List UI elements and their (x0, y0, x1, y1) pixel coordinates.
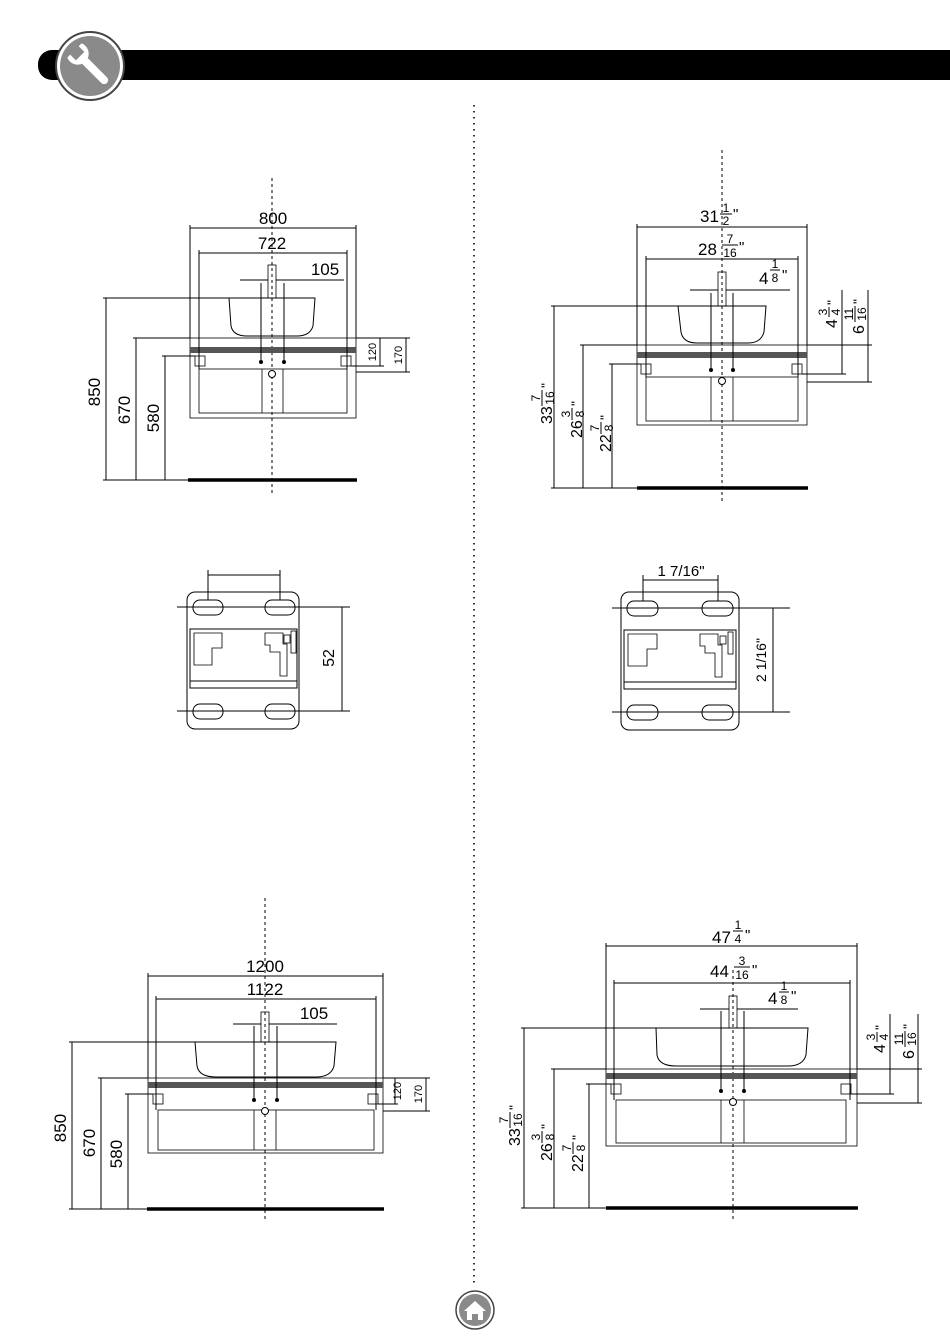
dim-height-total-1200-num: 7 (497, 1116, 511, 1123)
dim-height-top: 670 (115, 396, 134, 424)
dim-faucet-offset-1200-num: 1 (781, 979, 788, 993)
dim-counter-b-1200-num: 11 (892, 1032, 906, 1045)
dim-inner-width-1200-whole: 44 (710, 962, 729, 981)
dim-height-total-1200-whole: 33 (507, 1128, 524, 1146)
dim-height-total: 850 (85, 378, 104, 406)
dim-counter-a-den: 4 (829, 308, 843, 315)
dim-inner-width-1200-den: 16 (735, 968, 749, 982)
dim-inner-width-num: 7 (727, 232, 734, 246)
dim-counter-a-unit: " (824, 300, 840, 305)
dim-overall-width: 800 (259, 209, 287, 228)
dim-counter-a: 120 (367, 343, 379, 361)
dim-height-top-unit: " (568, 401, 584, 406)
dim-overall-width-1200-den: 4 (735, 932, 742, 946)
dim-inner-width-unit: " (739, 239, 744, 256)
dim-bracket-height: 52 (321, 649, 338, 667)
dim-faucet-offset-whole: 4 (759, 269, 768, 288)
dim-height-total-whole: 33 (539, 406, 556, 424)
dim-overall-width-unit: " (733, 206, 738, 223)
dim-height-total-den: 16 (543, 391, 557, 405)
dim-counter-a-1200-num: 3 (864, 1033, 878, 1040)
dim-height-bottom-unit: " (597, 415, 613, 420)
dim-inner-width-1200-num: 3 (739, 954, 746, 968)
dim-counter-a-whole: 4 (824, 319, 841, 328)
dim-height-bottom-whole: 22 (598, 434, 615, 452)
dim-height-top-1200-den: 8 (543, 1133, 557, 1140)
dim-inner-width: 722 (258, 234, 286, 253)
dim-counter-b-1200-den: 16 (905, 1032, 919, 1046)
dim-overall-width-1200-unit: " (745, 927, 750, 944)
dim-counter-b: 170 (393, 346, 405, 364)
dim-height-total-unit: " (538, 383, 554, 388)
dim-height-total-1200-den: 16 (511, 1113, 525, 1127)
dim-height-top-whole: 26 (569, 420, 586, 438)
dim-faucet-offset-num: 1 (772, 257, 779, 271)
dim-height-bottom-num: 7 (588, 424, 602, 431)
dim-height-top-1200-num: 3 (529, 1133, 543, 1140)
dim-faucet-offset-1200-unit: " (791, 988, 796, 1005)
dim-counter-a-num: 3 (816, 308, 830, 315)
dim-counter-b-1200-unit: " (900, 1024, 916, 1029)
dim-counter-a-1200-den: 4 (877, 1033, 891, 1040)
dim-height-top-den: 8 (573, 410, 587, 417)
dim-height-bottom: 580 (144, 404, 163, 432)
dim-overall-width-den: 2 (723, 214, 730, 228)
dim-bracket-width: 1 7/16" (657, 563, 704, 580)
dim-height-top-1200-unit: " (538, 1124, 554, 1129)
dim-height-total-1200-unit: " (506, 1105, 522, 1110)
dim-overall-width-num: 1 (723, 201, 730, 215)
dim-height-bottom-1200-den: 8 (574, 1144, 588, 1151)
dim-counter-b-unit: " (850, 299, 866, 304)
dim-overall-width-1200-num: 1 (735, 918, 742, 932)
dim-overall-width-1200-whole: 47 (712, 928, 731, 947)
dim-counter-b-1200-whole: 6 (901, 1050, 918, 1059)
dim-faucet-offset-unit: " (782, 267, 787, 284)
dim-counter-b-den: 16 (855, 307, 869, 321)
wall-bracket-metric: 52 (177, 570, 350, 729)
dim-faucet-offset-1200: 105 (300, 1004, 328, 1023)
dim-counter-b-num: 11 (842, 307, 856, 320)
dim-height-total-1200: 850 (51, 1114, 70, 1142)
dim-height-top-1200: 670 (80, 1129, 99, 1157)
vanity-800-imperial: 31 1 2 " 28 7 16 " 4 1 8 " 4 3 4 " (529, 150, 872, 502)
svg-text:31: 31 (700, 207, 719, 226)
dim-counter-b-whole: 6 (851, 325, 868, 334)
dim-height-bottom-1200: 580 (107, 1140, 126, 1168)
home-icon[interactable] (455, 1290, 495, 1330)
dim-counter-a-1200-unit: " (872, 1025, 888, 1030)
dim-height-bottom-1200-whole: 22 (570, 1154, 587, 1172)
dim-counter-b-1200: 170 (413, 1085, 425, 1103)
dim-inner-width-1200-unit: " (752, 962, 757, 979)
dim-faucet-offset: 105 (311, 260, 339, 279)
dim-height-top-num: 3 (559, 410, 573, 417)
dim-overall-width-whole: 31 (700, 207, 719, 226)
dim-height-bottom-1200-num: 7 (560, 1144, 574, 1151)
vanity-800-metric: 800 722 105 850 670 580 120 170 (85, 178, 410, 495)
dim-height-bottom-1200-unit: " (569, 1135, 585, 1140)
dim-faucet-offset-1200-den: 8 (781, 993, 788, 1007)
dim-inner-width-1200: 1122 (247, 980, 284, 999)
dim-faucet-offset-1200-whole: 4 (768, 989, 777, 1008)
dim-inner-width-whole: 28 (698, 240, 717, 259)
dim-height-top-1200-whole: 26 (539, 1143, 556, 1161)
dim-faucet-offset-den: 8 (772, 271, 779, 285)
vanity-1200-imperial: 47 1 4 " 44 3 16 " 4 1 8 " 4 3 4 " (497, 918, 922, 1222)
dim-counter-a-1200: 120 (392, 1082, 404, 1100)
dim-inner-width-den: 16 (723, 246, 737, 260)
dim-height-bottom-den: 8 (602, 424, 616, 431)
dim-bracket-height-imperial: 2 1/16" (753, 638, 769, 682)
dim-height-total-num: 7 (529, 394, 543, 401)
dim-counter-a-1200-whole: 4 (872, 1044, 889, 1053)
wall-bracket-imperial: 1 7/16" 2 1/16" (612, 563, 790, 730)
dim-overall-width-1200: 1200 (246, 957, 284, 976)
vanity-1200-metric: 1200 1122 105 850 670 580 120 170 (51, 898, 430, 1222)
